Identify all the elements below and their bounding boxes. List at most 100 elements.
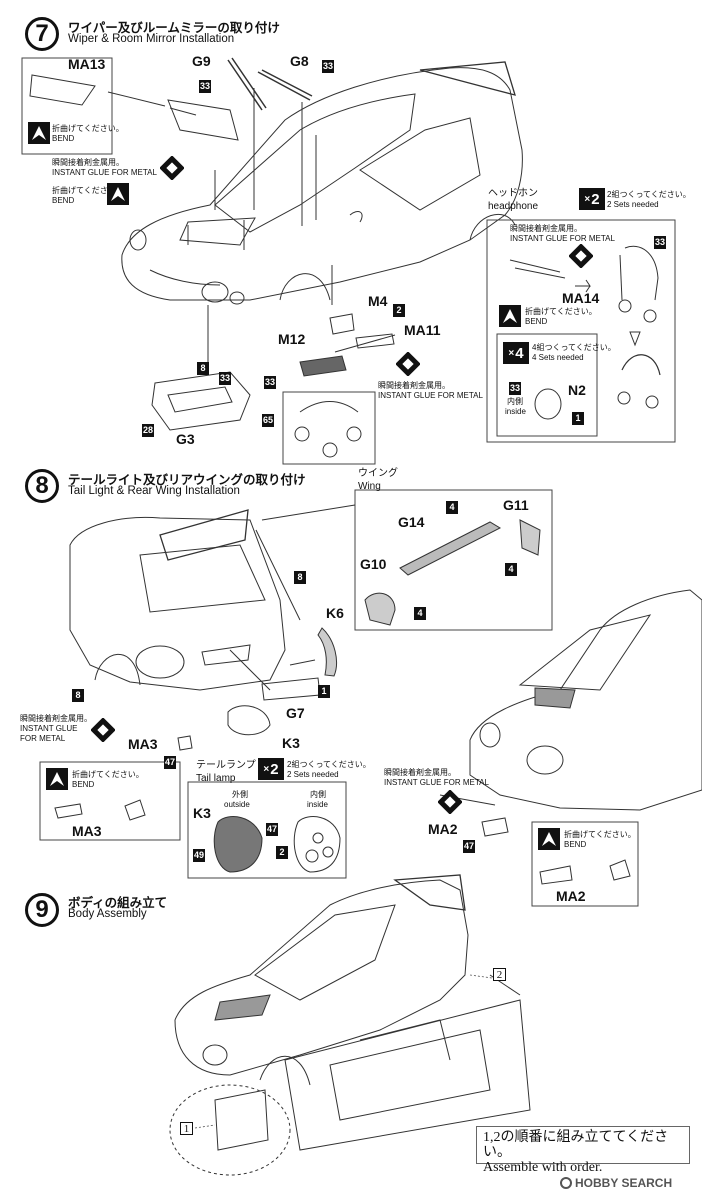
times-4-badge: ×4 (503, 342, 529, 364)
bend-icon (28, 122, 50, 144)
part-number-4: 4 (446, 501, 458, 514)
bend-en: BEND (52, 196, 75, 205)
wing-detail-box (354, 489, 553, 631)
ma13-bend-en: BEND (52, 134, 75, 143)
inside-en: inside (505, 407, 526, 416)
ma2-box-label: MA2 (556, 888, 586, 904)
glue-en: INSTANT GLUE FOR METAL (52, 168, 157, 177)
taillamp-times-jp: 2組つくってください。 (287, 760, 371, 769)
part-number-8: 8 (72, 689, 84, 702)
instant-glue-icon (438, 790, 462, 814)
step7-car-drawing (121, 61, 523, 305)
part-g3-label: G3 (176, 431, 195, 447)
headphone-title-en: headphone (488, 201, 539, 212)
step9-body-drawing (174, 874, 531, 1151)
part-g14-label: G14 (398, 514, 425, 530)
step8-car-front-drawing (469, 589, 702, 811)
times-2-badge: ×2 (579, 188, 605, 210)
part-number-8: 8 (197, 362, 209, 375)
taillamp-times-en: 2 Sets needed (287, 770, 339, 779)
glue-en: INSTANT GLUE (20, 724, 78, 733)
headphone-bend-jp: 折曲げてください。 (525, 307, 597, 316)
bend-jp: 折曲げてください。 (52, 186, 124, 195)
part-number-1: 1 (318, 685, 330, 698)
g3-part-drawing (151, 371, 251, 431)
assembly-order-note: 1,2の順番に組み立ててください。 Assemble with order. (476, 1126, 690, 1175)
inside-en: inside (307, 800, 328, 809)
part-ma11-label: MA11 (404, 322, 441, 338)
part-number-33: 33 (199, 80, 212, 93)
instant-glue-icon (396, 352, 420, 376)
bend-icon (538, 828, 560, 850)
ma3-box-label: MA3 (72, 823, 102, 839)
part-k3-label: K3 (282, 735, 300, 751)
part-number-4: 4 (414, 607, 426, 620)
part-number-4: 4 (505, 563, 517, 576)
step8-title-en: Tail Light & Rear Wing Installation (68, 485, 240, 497)
taillamp-detail-box (187, 781, 347, 879)
headphone-times4-en: 4 Sets needed (532, 353, 584, 362)
step9-number: 9 (25, 893, 59, 927)
glue-jp: 瞬間接着剤金属用。 (378, 381, 450, 390)
glue-en-2: FOR METAL (20, 734, 66, 743)
step7-title-en: Wiper & Room Mirror Installation (68, 33, 235, 45)
ma2-bend-en: BEND (564, 840, 587, 849)
wing-title-jp: ウイング (358, 468, 398, 479)
outside-en: outside (224, 800, 250, 809)
step8-title-jp: テールライト及びリアウイングの取り付け (68, 473, 306, 487)
ma3-bend-en: BEND (72, 780, 95, 789)
part-number-33: 33 (509, 382, 522, 395)
part-number-47: 47 (266, 823, 279, 836)
part-m4-label: M4 (368, 293, 388, 309)
part-number-2: 2 (393, 304, 405, 317)
part-ma14-label: MA14 (562, 290, 600, 306)
part-ma2-label: MA2 (428, 821, 458, 837)
step9-title-jp: ボディの組み立て (68, 896, 168, 910)
part-number-2: 2 (276, 846, 288, 859)
glue-en: INSTANT GLUE FOR METAL (378, 391, 483, 400)
order-1-marker: 1 (180, 1122, 193, 1135)
headphone-title-jp: ヘッドホン (488, 188, 538, 199)
step9-title-en: Body Assembly (68, 908, 147, 920)
step7-number: 7 (25, 17, 59, 51)
headphone-bend-en: BEND (525, 317, 548, 326)
part-number-33: 33 (654, 236, 667, 249)
wing-title-en: Wing (358, 481, 381, 492)
inside-jp: 内側 (310, 790, 326, 799)
headphone-glue-en: INSTANT GLUE FOR METAL (510, 234, 615, 243)
part-number-1: 1 (572, 412, 584, 425)
wiper-g9-drawing (227, 57, 267, 111)
part-g11-label: G11 (503, 497, 529, 513)
part-k6-label: K6 (326, 605, 344, 621)
instant-glue-icon (569, 244, 593, 268)
watermark-logo-icon (560, 1177, 572, 1189)
ma3-bend-jp: 折曲げてください。 (72, 770, 144, 779)
instant-glue-icon (160, 156, 184, 180)
part-g10-label: G10 (360, 556, 387, 572)
bend-icon (499, 305, 521, 327)
ma13-detail-box (21, 57, 113, 155)
bend-icon (107, 183, 129, 205)
headphone-times-jp: 2組つくってください。 (607, 190, 691, 199)
inside-jp: 内側 (507, 397, 523, 406)
headphone-detail-box (486, 219, 676, 443)
glue-jp: 瞬間接着剤金属用。 (20, 714, 92, 723)
wiper-g8-drawing (257, 69, 313, 101)
order-2-marker: 2 (493, 968, 506, 981)
outside-jp: 外側 (232, 790, 248, 799)
part-number-49: 49 (193, 849, 206, 862)
part-number-33: 33 (264, 376, 277, 389)
part-ma3-label: MA3 (128, 736, 158, 752)
part-number-47: 47 (164, 756, 177, 769)
instant-glue-icon (91, 718, 115, 742)
watermark: HOBBY SEARCH (560, 1176, 672, 1190)
part-number-8: 8 (294, 571, 306, 584)
part-g8-label: G8 (290, 53, 309, 69)
headphone-times-en: 2 Sets needed (607, 200, 659, 209)
headphone-times4-jp: 4組つくってください。 (532, 343, 616, 352)
part-g7-label: G7 (286, 705, 305, 721)
glue-jp: 瞬間接着剤金属用。 (52, 158, 124, 167)
part-number-28: 28 (142, 424, 155, 437)
